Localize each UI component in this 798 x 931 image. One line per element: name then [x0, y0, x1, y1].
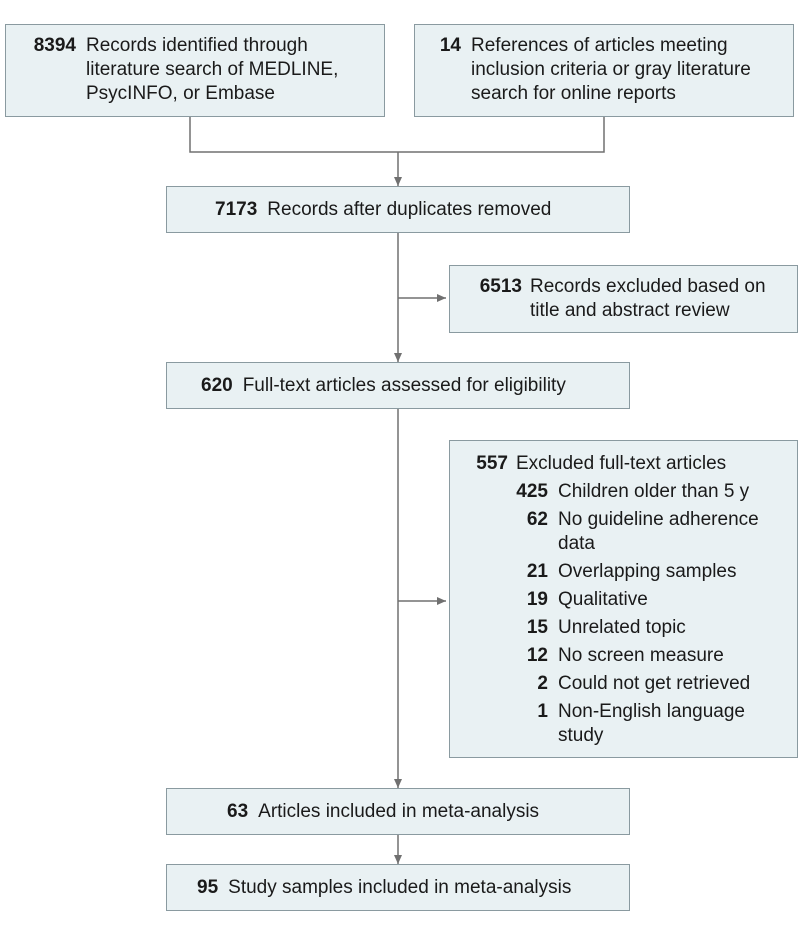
references-box: 14 References of articles meeting inclus… [414, 24, 794, 117]
list-item: 21 Overlapping samples [502, 560, 791, 584]
fulltext-assessed-box: 620 Full-text articles assessed for elig… [166, 362, 630, 409]
list-item: 62 No guideline adherence data [502, 508, 791, 556]
list-item: 2 Could not get retrieved [502, 672, 791, 696]
duplicates-removed-label: Records after duplicates removed [267, 199, 552, 220]
reason-label: Could not get retrieved [558, 673, 751, 694]
list-item: 12 No screen measure [502, 644, 791, 668]
fulltext-assessed-count: 620 [201, 375, 233, 396]
reason-label: Qualitative [558, 589, 648, 610]
records-excluded-count: 6513 [479, 276, 522, 297]
reason-count: 21 [526, 561, 548, 582]
reason-label: No guideline adherence data [558, 509, 759, 554]
records-identified-box: 8394 Records identified through literatu… [5, 24, 385, 117]
exclusion-reasons-list: 425 Children older than 5 y 62 No guidel… [470, 480, 791, 748]
references-count: 14 [439, 35, 461, 56]
reason-count: 1 [537, 701, 548, 722]
references-label: References of articles meeting inclusion… [471, 35, 751, 104]
articles-included-label: Articles included in meta-analysis [258, 801, 540, 822]
samples-included-count: 95 [197, 877, 219, 898]
reason-label: Children older than 5 y [558, 481, 750, 502]
reason-label: Unrelated topic [558, 617, 686, 638]
merge-connector [189, 117, 605, 153]
duplicates-removed-count: 7173 [215, 199, 258, 220]
reason-count: 15 [526, 617, 548, 638]
reason-label: Non-English language study [558, 701, 745, 746]
fulltext-excluded-label: Excluded full-text articles [516, 453, 727, 474]
reason-count: 425 [516, 481, 548, 502]
duplicates-removed-box: 7173 Records after duplicates removed [166, 186, 630, 233]
reason-label: Overlapping samples [558, 561, 737, 582]
fulltext-excluded-box: 557 Excluded full-text articles 425 Chil… [449, 440, 798, 758]
list-item: 1 Non-English language study [502, 700, 791, 748]
list-item: 19 Qualitative [502, 588, 791, 612]
reason-count: 19 [526, 589, 548, 610]
articles-included-box: 63 Articles included in meta-analysis [166, 788, 630, 835]
samples-included-box: 95 Study samples included in meta-analys… [166, 864, 630, 911]
records-excluded-box: 6513 Records excluded based on title and… [449, 265, 798, 333]
records-identified-label: Records identified through literature se… [86, 35, 339, 104]
list-item: 15 Unrelated topic [502, 616, 791, 640]
reason-count: 62 [526, 509, 548, 530]
records-excluded-label: Records excluded based on title and abst… [530, 276, 766, 321]
list-item: 425 Children older than 5 y [502, 480, 791, 504]
records-identified-count: 8394 [33, 35, 76, 56]
fulltext-excluded-count: 557 [476, 453, 508, 474]
fulltext-assessed-label: Full-text articles assessed for eligibil… [242, 375, 566, 396]
articles-included-count: 63 [227, 801, 249, 822]
reason-count: 2 [537, 673, 548, 694]
samples-included-label: Study samples included in meta-analysis [228, 877, 572, 898]
reason-label: No screen measure [558, 645, 724, 666]
reason-count: 12 [526, 645, 548, 666]
